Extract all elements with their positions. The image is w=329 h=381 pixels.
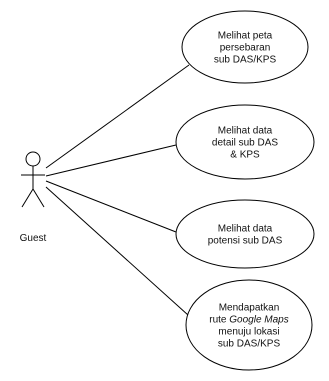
association-line-uc4	[45, 186, 189, 316]
use-case-label-text: rute	[209, 315, 229, 326]
association-line-uc3	[45, 180, 177, 233]
associations	[45, 64, 190, 316]
use-case-label-line: menuju lokasi	[218, 327, 279, 338]
use-case-label-line: potensi sub DAS	[208, 236, 283, 247]
use-case-ellipse	[175, 199, 315, 269]
use-case-label-text: Melihat peta	[218, 31, 273, 42]
use-case-label-line: rute Google Maps	[209, 315, 289, 326]
use-case-label-text: Mendapatkan	[219, 303, 280, 314]
use-case-label-text: & KPS	[230, 150, 260, 161]
use-case-label-text: Melihat data	[218, 224, 273, 235]
use-case-label-text: Melihat data	[218, 126, 273, 137]
stick-figure-icon	[21, 151, 45, 208]
use-case-label-line: persebaran	[220, 43, 271, 54]
use-case-label-line: detail sub DAS	[212, 138, 278, 149]
use-case-ellipse	[181, 10, 309, 84]
use-case-label-line: Melihat data	[218, 126, 273, 137]
use-case-label-line: & KPS	[230, 150, 260, 161]
use-case-ellipse	[175, 104, 315, 180]
association-line-uc2	[45, 144, 177, 177]
use-case-label-text: potensi sub DAS	[208, 236, 283, 247]
use-case-label-line: sub DAS/KPS	[218, 339, 281, 350]
use-case-label-italic: Google Maps	[229, 315, 288, 326]
use-case-label-text: persebaran	[220, 43, 271, 54]
association-line-uc1	[45, 64, 190, 169]
use-case-label-text: sub DAS/KPS	[214, 55, 277, 66]
use-case-label-text: sub DAS/KPS	[218, 339, 281, 350]
actor-guest[interactable]: Guest	[20, 151, 47, 244]
actor-label: Guest	[20, 233, 47, 244]
use-case-ellipse	[185, 279, 313, 371]
use-case-label-line: Mendapatkan	[219, 303, 280, 314]
use-case-label-text: detail sub DAS	[212, 138, 278, 149]
use-case-label-line: Melihat data	[218, 224, 273, 235]
use-case-label-line: Melihat peta	[218, 31, 273, 42]
use-case-label-text: menuju lokasi	[218, 327, 279, 338]
use-case-label-line: sub DAS/KPS	[214, 55, 277, 66]
